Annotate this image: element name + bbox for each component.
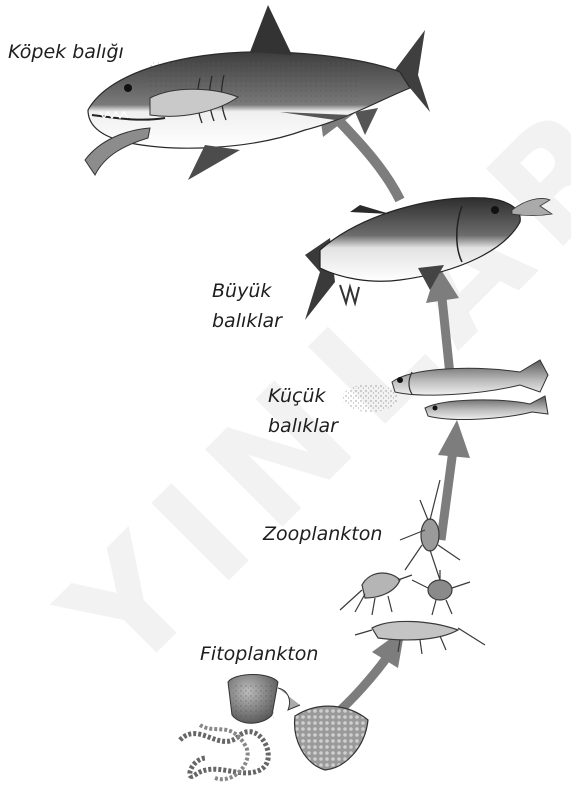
small-fish-icon (342, 360, 548, 419)
arrow-zooplankton-to-small-fish (438, 420, 470, 540)
shark-label: Köpek balığı (8, 38, 124, 66)
phytoplankton-label: Fitoplankton (200, 640, 318, 668)
shark-icon (85, 5, 430, 180)
big-fish-label-line1: Büyük (212, 277, 271, 305)
big-fish-label-line2: balıklar (212, 307, 282, 335)
zooplankton-icon (340, 480, 485, 654)
phytoplankton-icon (180, 675, 368, 780)
small-fish-label-line2: balıklar (268, 412, 338, 440)
zooplankton-label: Zooplankton (263, 520, 382, 548)
arrow-phytoplankton-to-zooplankton (335, 628, 405, 715)
small-fish-label-line1: Küçük (268, 382, 325, 410)
